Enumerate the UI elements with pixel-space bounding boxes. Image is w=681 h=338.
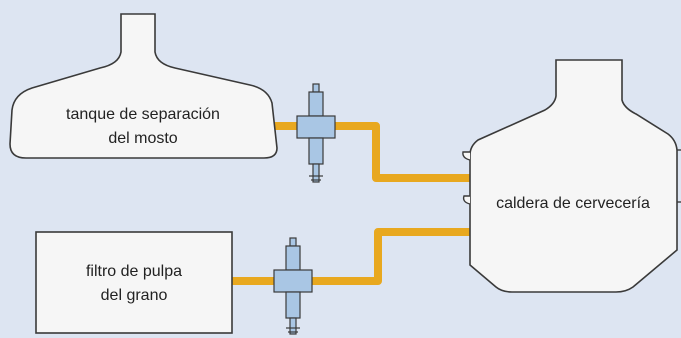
mash-filter: filtro de pulpa del grano bbox=[35, 231, 233, 334]
mash-filter-label-line2: del grano bbox=[101, 287, 168, 304]
kettle-left-lug-bottom bbox=[462, 195, 471, 205]
pipe-filter-to-kettle bbox=[232, 228, 474, 285]
lauter-tun-body bbox=[9, 13, 278, 159]
valve-icon-lower bbox=[273, 237, 313, 335]
lauter-tun-label-line1: tanque de separación bbox=[66, 106, 220, 123]
brew-kettle: caldera de cervecería bbox=[462, 59, 681, 293]
lauter-tun-label-line2: del mosto bbox=[108, 130, 177, 147]
lauter-tun: tanque de separación del mosto bbox=[9, 13, 278, 159]
valve-icon-upper bbox=[296, 83, 336, 183]
mash-filter-body bbox=[35, 231, 233, 334]
kettle-left-lug-top bbox=[462, 151, 471, 161]
mash-filter-label-line1: filtro de pulpa bbox=[86, 263, 182, 280]
brew-kettle-label: caldera de cervecería bbox=[496, 195, 650, 212]
brew-kettle-body bbox=[469, 59, 678, 293]
